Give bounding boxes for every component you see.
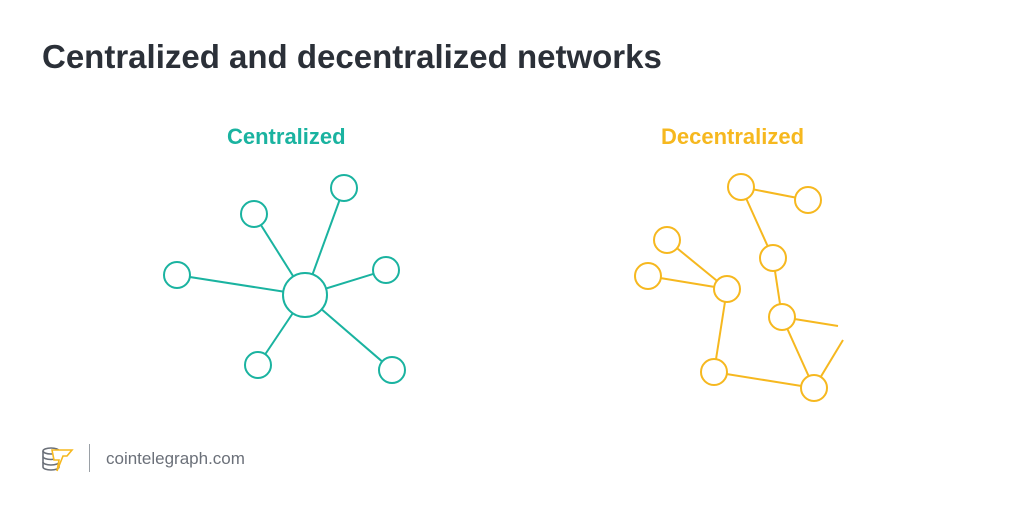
node (653, 226, 681, 254)
node (700, 358, 728, 386)
node (727, 173, 755, 201)
node (240, 200, 268, 228)
centralized-label: Centralized (227, 124, 346, 149)
node (759, 244, 787, 272)
centralized-network (163, 174, 406, 384)
node (768, 303, 796, 331)
node (713, 275, 741, 303)
node (800, 374, 828, 402)
node (163, 261, 191, 289)
node (794, 186, 822, 214)
central-hub-node (282, 272, 328, 318)
decentralized-network (634, 173, 844, 402)
decentralized-label: Decentralized (661, 124, 805, 149)
node (244, 351, 272, 379)
footer-divider (89, 444, 90, 472)
node (372, 256, 400, 284)
cointelegraph-logo-icon (42, 447, 74, 472)
page-title: Centralized and decentralized networks (42, 38, 662, 75)
node (378, 356, 406, 384)
footer-site-link[interactable]: cointelegraph.com (106, 449, 245, 468)
node (634, 262, 662, 290)
node (330, 174, 358, 202)
